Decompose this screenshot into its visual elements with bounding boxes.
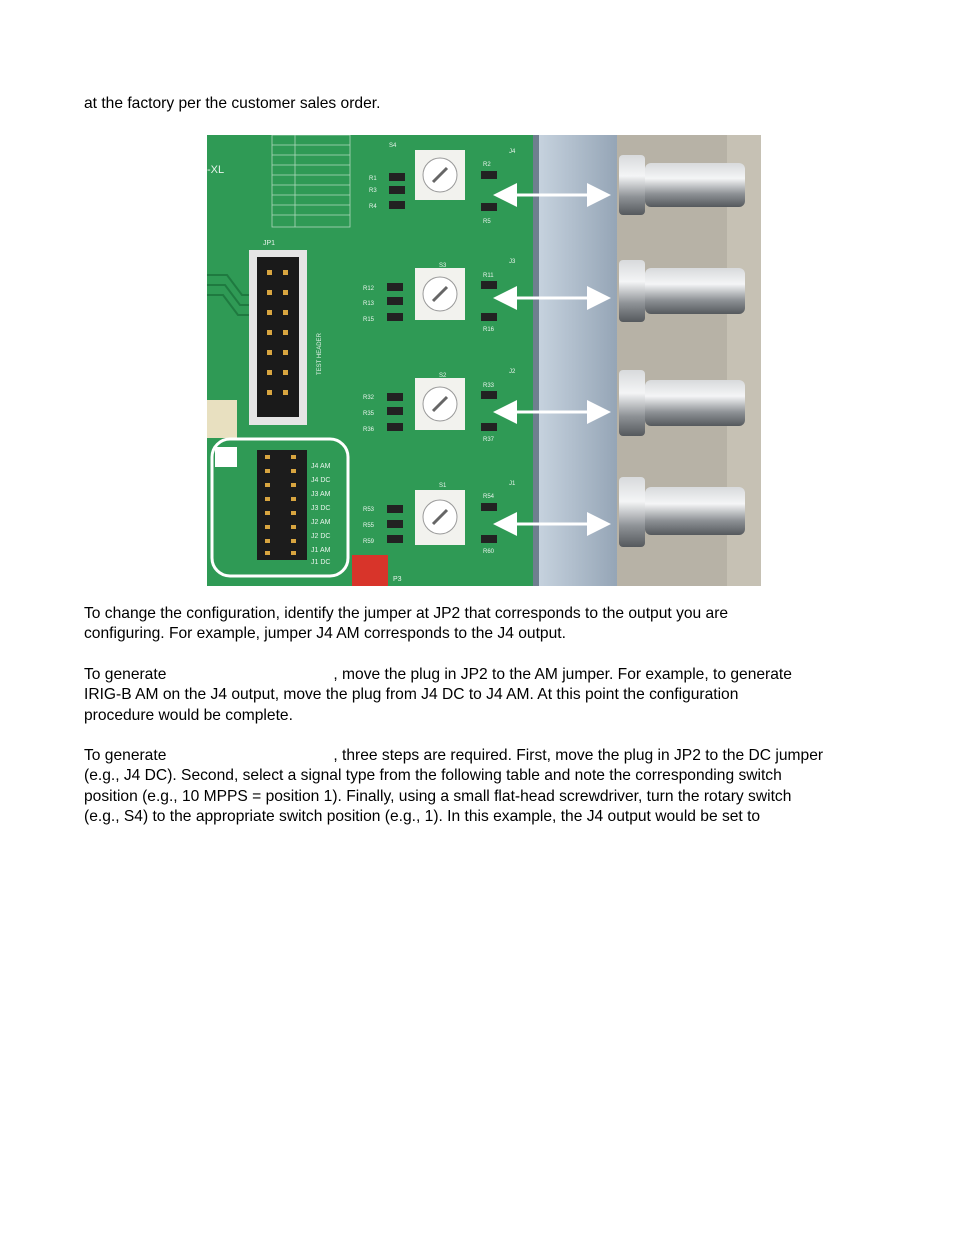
bnc-connector-j4 — [619, 155, 745, 215]
r12-label: R12 — [363, 286, 375, 292]
front-panel — [537, 135, 617, 586]
r2-label: R2 — [483, 162, 491, 168]
r36-label: R36 — [363, 427, 375, 433]
j1-label: J1 — [509, 481, 516, 487]
r32-label: R32 — [363, 395, 375, 401]
jp2-highlight-outline — [210, 437, 350, 578]
jp2-label-j2-am: J2 AM — [311, 519, 331, 526]
output-arrows — [493, 183, 611, 536]
r15-label: R15 — [363, 317, 375, 323]
silkscreen-table — [271, 135, 351, 228]
s2-label: S2 — [439, 373, 447, 379]
p3-connector — [352, 555, 388, 586]
r11-label: R11 — [483, 273, 494, 279]
para3-line2: (e.g., J4 DC). Second, select a signal t… — [84, 767, 782, 785]
paragraph-am-output: To generate , move the plug in JP2 to the… — [84, 665, 884, 726]
r55-label: R55 — [363, 523, 375, 529]
para2-line2: IRIG-B AM on the J4 output, move the plu… — [84, 686, 739, 704]
switch-group-s1: S1 R53 R55 R59 R54 R60 J1 — [363, 481, 516, 555]
r60-label: R60 — [483, 549, 495, 555]
jp1-pins — [267, 270, 288, 395]
para3-start: To generate — [84, 747, 167, 764]
jp2-label-j3-am: J3 AM — [311, 491, 331, 498]
para1-line1: To change the configuration, identify th… — [84, 605, 729, 622]
para3-line3: position (e.g., 10 MPPS = position 1). F… — [84, 787, 792, 805]
bnc-connector-j1 — [619, 477, 745, 547]
p3-label: P3 — [393, 576, 402, 583]
para2-line3: procedure would be complete. — [84, 706, 293, 724]
jp2-label-j4-dc: J4 DC — [311, 477, 330, 484]
switch-group-s3: S3 R12 R13 R15 R11 R16 J3 — [363, 259, 516, 333]
paragraph-dc-output: To generate , three steps are required. F… — [84, 746, 884, 828]
para3-rest: , three steps are required. First, move … — [333, 747, 824, 764]
j3-label: J3 — [509, 259, 516, 265]
j2-label: J2 — [509, 369, 516, 375]
jp1-label: JP1 — [263, 240, 275, 247]
jp2-label-j1-dc: J1 DC — [311, 559, 330, 566]
jp2-label-j1-am: J1 AM — [311, 547, 331, 554]
r5-label: R5 — [483, 219, 491, 225]
label-box — [215, 447, 237, 467]
switch-group-s4: S4 R1 R3 R4 R2 R5 J4 — [369, 143, 516, 225]
s3-label: S3 — [439, 263, 447, 269]
r54-label: R54 — [483, 494, 495, 500]
r13-label: R13 — [363, 301, 375, 307]
test-header-label: TEST HEADER — [317, 332, 323, 375]
r33-label: R33 — [483, 383, 495, 389]
para3-line4: (e.g., S4) to the appropriate switch pos… — [84, 808, 761, 826]
para2-rest: , move the plug in JP2 to the AM jumper.… — [333, 666, 792, 683]
r1-label: R1 — [369, 176, 377, 182]
r37-label: R37 — [483, 437, 495, 443]
r35-label: R35 — [363, 411, 375, 417]
switch-group-s2: S2 R32 R35 R36 R33 R37 J2 — [363, 369, 516, 443]
r3-label: R3 — [369, 188, 377, 194]
r16-label: R16 — [483, 327, 495, 333]
para2-start: To generate — [84, 666, 167, 683]
j4-label: J4 — [509, 149, 516, 155]
r59-label: R59 — [363, 539, 375, 545]
paragraph-config-intro: To change the configuration, identify th… — [84, 604, 884, 645]
jp2-label-j2-dc: J2 DC — [311, 533, 330, 540]
jp2-header — [257, 450, 307, 560]
bnc-connector-j3 — [619, 260, 745, 322]
s1-label: S1 — [439, 483, 447, 489]
circuit-board-photo: -XL JP1 TEST HEADER J4 AM — [207, 135, 761, 586]
r4-label: R4 — [369, 204, 377, 210]
board-model-label: -XL — [207, 164, 224, 176]
bnc-connector-j2 — [619, 370, 745, 436]
jp2-row-labels: J4 AM J4 DC J3 AM J3 DC J2 AM J2 DC J1 A… — [311, 463, 331, 566]
r53-label: R53 — [363, 507, 375, 513]
jp2-label-j4-am: J4 AM — [311, 463, 331, 470]
s4-label: S4 — [389, 143, 397, 149]
para1-line2: configuring. For example, jumper J4 AM c… — [84, 625, 566, 643]
intro-text: at the factory per the customer sales or… — [84, 95, 381, 112]
component-cap — [207, 400, 237, 438]
jp2-label-j3-dc: J3 DC — [311, 505, 330, 512]
